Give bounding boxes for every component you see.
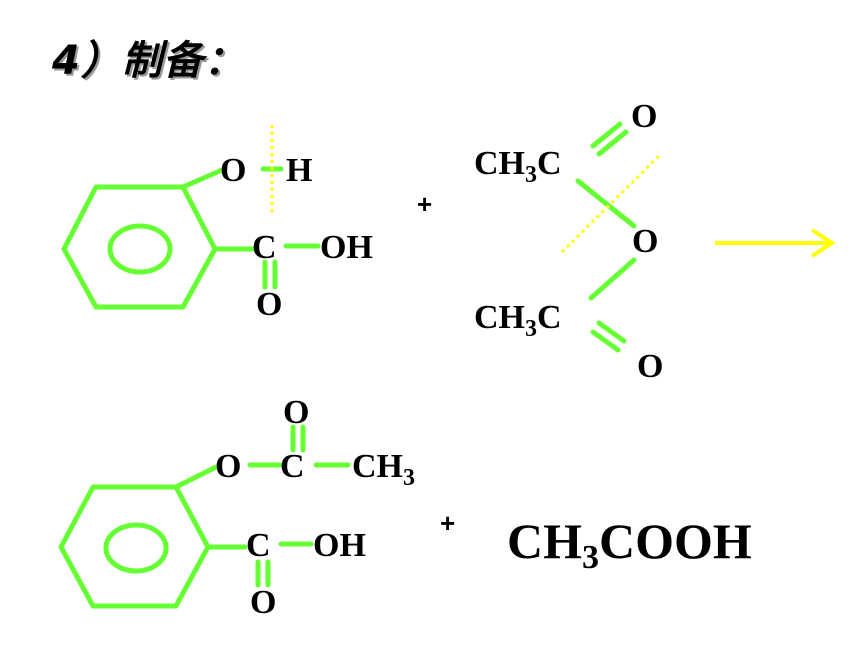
ring-to-oxygen-bond <box>180 167 225 190</box>
atom-acid-o: O <box>250 584 276 621</box>
bottom-carbonyl-bond-b <box>596 320 627 344</box>
page-title: 4）制备： <box>52 38 245 84</box>
top-carbonyl-bond-a <box>590 121 623 149</box>
acetic-anhydride-structure: CH3C O O CH3C O <box>474 98 663 385</box>
aromatic-circle <box>107 223 173 275</box>
plus-sign: + <box>417 189 432 219</box>
atom-o-bridge: O <box>632 223 658 260</box>
group-ch3c-bottom: CH3C <box>474 299 562 342</box>
atom-ester-o: O <box>215 448 241 485</box>
ring-to-ester-oxygen-bond <box>173 464 219 490</box>
atom-c: C <box>252 229 277 266</box>
top-carbon-bridge-bond <box>575 178 637 229</box>
acetic-acid-formula: CH3COOH <box>507 513 752 576</box>
atom-acid-c: C <box>246 527 271 564</box>
plus-sign-2: + <box>440 508 455 538</box>
salicylic-acid-structure: O H C OH O <box>61 125 373 323</box>
atom-carbonyl-o: O <box>256 286 282 323</box>
group-ch3c-top: CH3C <box>474 145 562 188</box>
bottom-carbonyl-bond-a <box>590 329 621 353</box>
right-arrow-icon <box>715 228 836 258</box>
top-carbonyl-bond-b <box>596 129 629 157</box>
cleavage-line-anhydride <box>560 153 662 254</box>
group-oh: OH <box>313 527 366 564</box>
atom-o-bottom: O <box>637 348 663 385</box>
atom-h: H <box>286 152 312 189</box>
benzene-ring <box>61 184 218 310</box>
atom-o: O <box>220 152 246 189</box>
atom-o-top: O <box>631 98 657 135</box>
atom-ester-carbonyl-o: O <box>283 394 309 431</box>
benzene-ring <box>58 484 211 609</box>
bridge-bottom-carbon-bond <box>588 257 637 301</box>
group-ch3: CH3 <box>352 448 415 491</box>
atom-ester-c: C <box>280 448 305 485</box>
aromatic-circle <box>103 522 169 574</box>
group-oh: OH <box>320 229 373 266</box>
aspirin-structure: O C CH3 O C OH O <box>58 394 415 621</box>
